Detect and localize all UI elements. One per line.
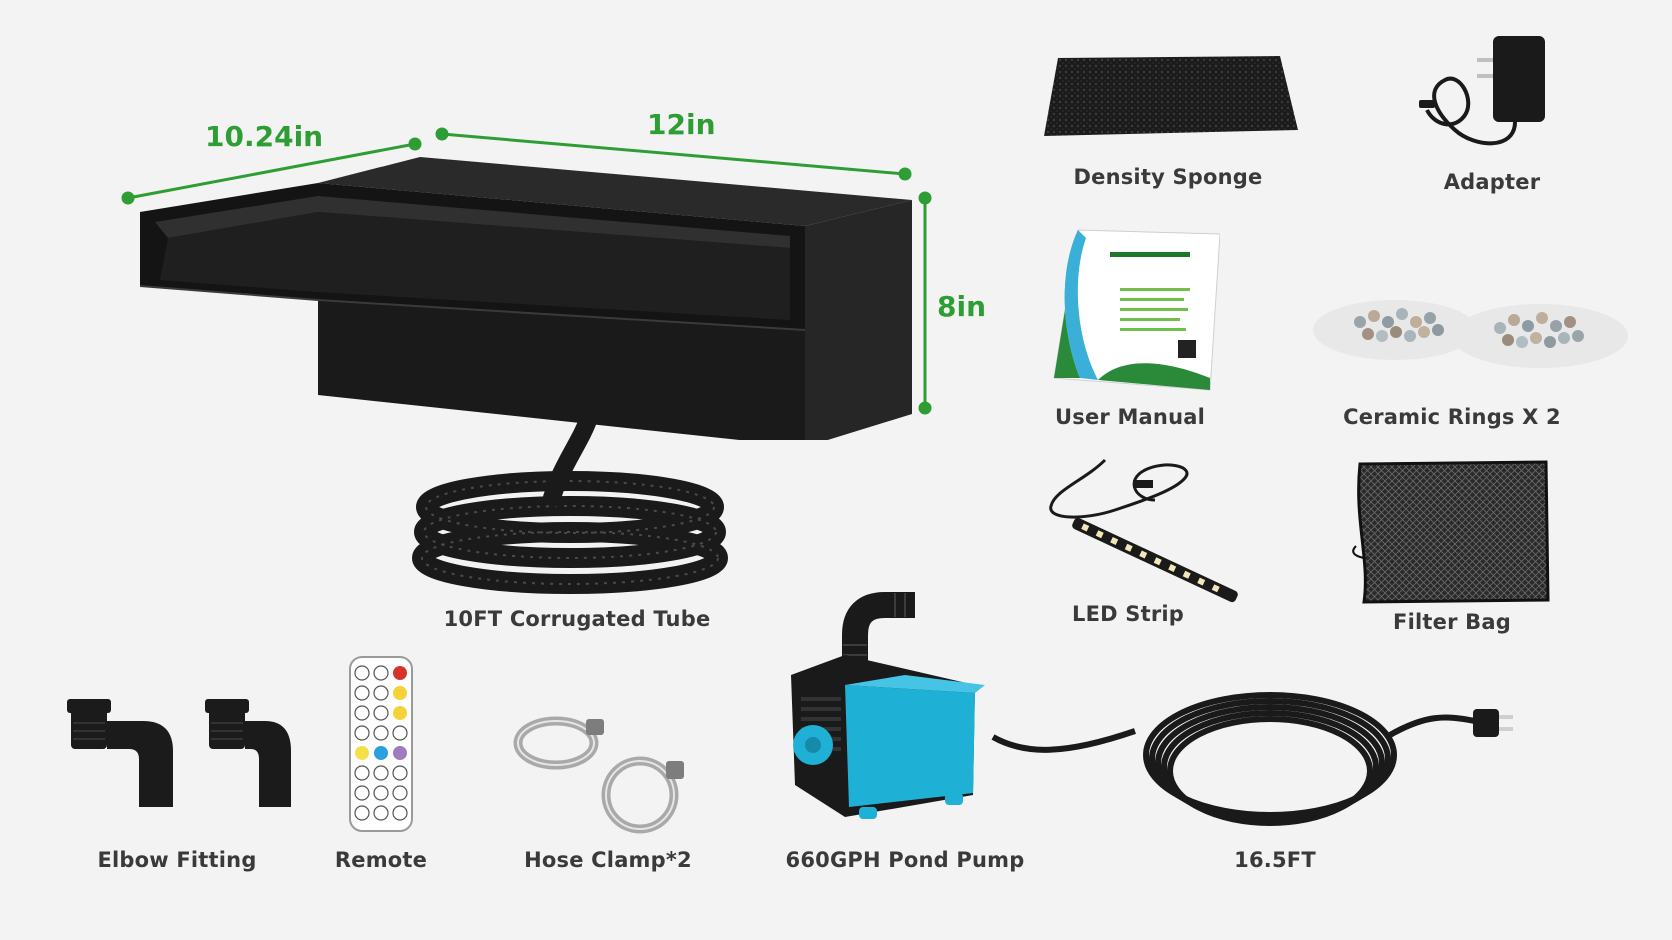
remote-control-image bbox=[349, 656, 413, 832]
waterfall-spillway-image bbox=[139, 157, 912, 440]
user-manual-image bbox=[1053, 229, 1220, 391]
cord-label: 16.5FT bbox=[1234, 848, 1316, 872]
width-dimension: 12in bbox=[647, 108, 716, 141]
pond-pump-image bbox=[791, 592, 985, 819]
dimension-lines bbox=[121, 127, 932, 415]
power-cord-image bbox=[991, 692, 1513, 826]
ceramic-rings-image bbox=[1313, 300, 1628, 368]
ceramic-label: Ceramic Rings X 2 bbox=[1343, 405, 1561, 429]
corrugated-tube-image bbox=[412, 415, 728, 594]
depth-dimension: 10.24in bbox=[205, 120, 324, 153]
height-dimension: 8in bbox=[937, 290, 987, 323]
pump-label: 660GPH Pond Pump bbox=[785, 848, 1025, 872]
sponge-label: Density Sponge bbox=[1073, 165, 1263, 189]
manual-label: User Manual bbox=[1055, 405, 1205, 429]
elbow-fitting-image bbox=[67, 699, 291, 807]
elbow-label: Elbow Fitting bbox=[97, 848, 257, 872]
filter-bag-label: Filter Bag bbox=[1393, 610, 1511, 634]
clamp-label: Hose Clamp*2 bbox=[524, 848, 692, 872]
filter-bag-image bbox=[1352, 460, 1550, 604]
density-sponge-image bbox=[1044, 56, 1298, 136]
remote-label: Remote bbox=[334, 848, 428, 872]
hose-clamp-image bbox=[513, 716, 684, 834]
adapter-image bbox=[1419, 36, 1545, 146]
led-label: LED Strip bbox=[1071, 602, 1185, 626]
led-strip-image bbox=[1049, 458, 1238, 603]
tube-label: 10FT Corrugated Tube bbox=[443, 607, 711, 631]
adapter-label: Adapter bbox=[1443, 170, 1541, 194]
